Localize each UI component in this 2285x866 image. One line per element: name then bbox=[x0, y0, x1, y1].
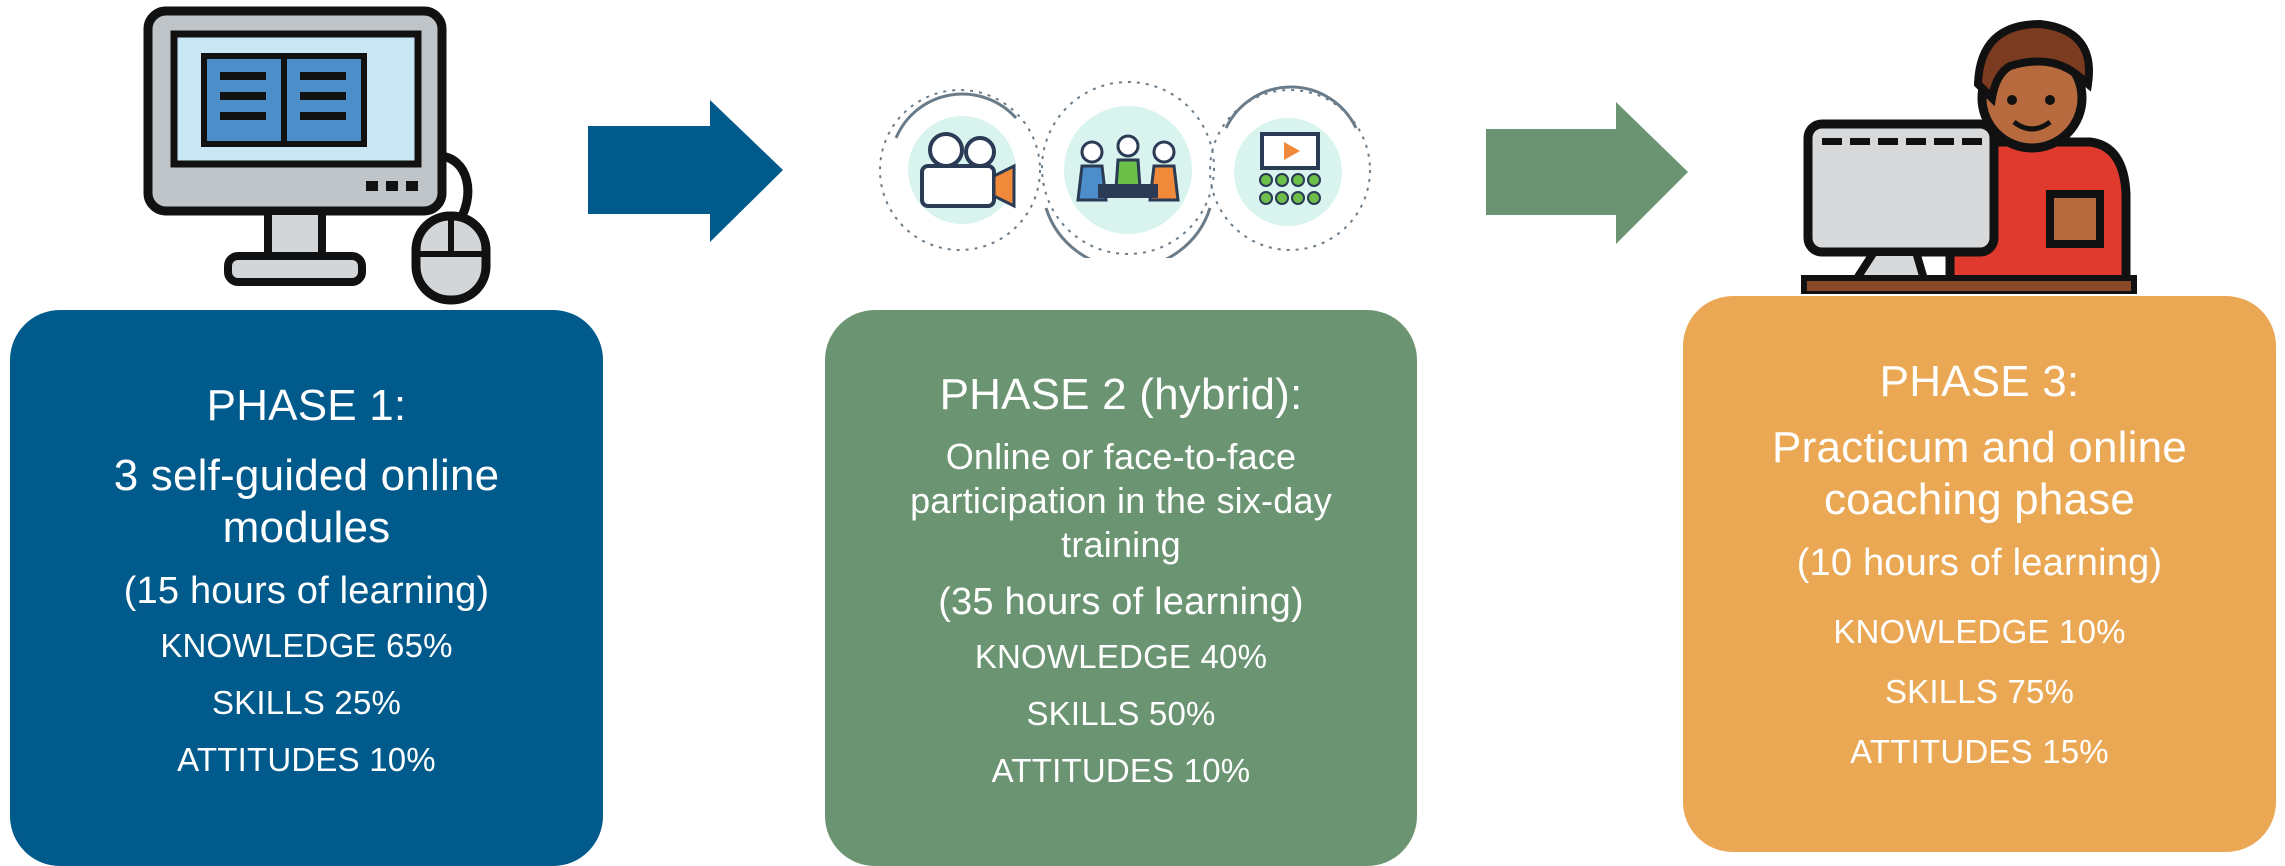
phase-1-description-line-2: modules bbox=[222, 502, 391, 552]
phase-2-skills: SKILLS 50% bbox=[1026, 694, 1216, 732]
phase-1-card: PHASE 1: 3 self-guided online modules (1… bbox=[10, 310, 603, 866]
phase-3-description-line-2: coaching phase bbox=[1823, 475, 2136, 524]
phase-1-attitudes: ATTITUDES 10% bbox=[177, 740, 436, 778]
phase-2-description-line-1: Online or face-to-face bbox=[945, 435, 1297, 477]
phase-2-title: PHASE 2 (hybrid): bbox=[939, 369, 1303, 419]
video-camera-icon bbox=[879, 89, 1041, 251]
group-meeting-icon bbox=[1041, 81, 1215, 258]
phase-1-title: PHASE 1: bbox=[206, 380, 407, 430]
phase-1-knowledge: KNOWLEDGE 65% bbox=[160, 626, 453, 664]
phase-3-title: PHASE 3: bbox=[1879, 357, 2080, 406]
right-arrow-icon bbox=[588, 100, 783, 242]
phase-2-description-line-3: training bbox=[1061, 523, 1181, 565]
person-at-computer-icon bbox=[1801, 19, 2137, 294]
phase2-icons bbox=[879, 81, 1371, 258]
phase-2-hours: (35 hours of learning) bbox=[938, 580, 1304, 623]
classroom-presentation-icon bbox=[1209, 85, 1371, 251]
phase-3-card: PHASE 3: Practicum and online coaching p… bbox=[1683, 296, 2276, 852]
phase-2-attitudes: ATTITUDES 10% bbox=[991, 751, 1251, 789]
phase-1-hours: (15 hours of learning) bbox=[123, 569, 490, 612]
phase-1-description-line-1: 3 self-guided online bbox=[113, 450, 500, 500]
phase-2-card: PHASE 2 (hybrid): Online or face-to-face… bbox=[825, 310, 1417, 866]
phase-3-hours: (10 hours of learning) bbox=[1796, 542, 2163, 584]
phase-3-skills: SKILLS 75% bbox=[1884, 673, 2075, 710]
right-arrow-icon bbox=[1486, 102, 1688, 244]
phase-2-knowledge: KNOWLEDGE 40% bbox=[974, 637, 1268, 675]
phase-3-knowledge: KNOWLEDGE 10% bbox=[1833, 613, 2126, 650]
phase-3-description-line-1: Practicum and online bbox=[1772, 423, 2187, 472]
phase-3-attitudes: ATTITUDES 15% bbox=[1850, 733, 2109, 770]
computer-with-book-and-mouse-icon bbox=[143, 6, 491, 305]
phase-2-description-line-2: participation in the six-day bbox=[910, 479, 1332, 521]
phase-1-skills: SKILLS 25% bbox=[211, 683, 402, 721]
